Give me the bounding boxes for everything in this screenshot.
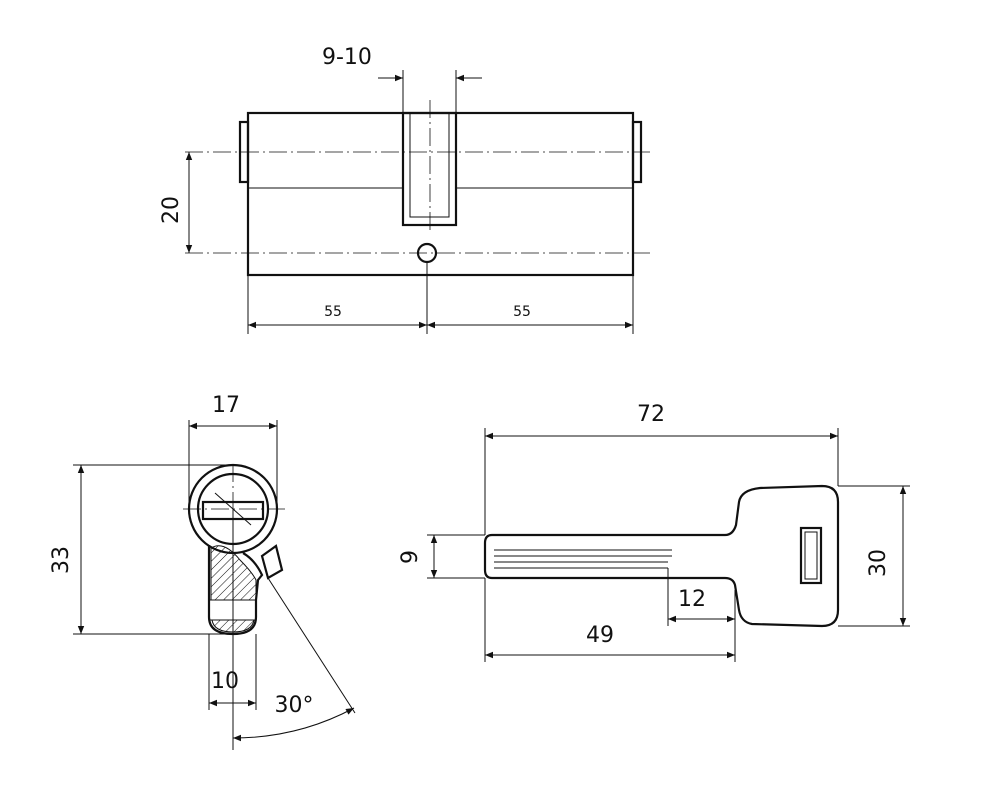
dim-key-blade-height: 9 <box>398 550 423 564</box>
dim-cam-angle: 30° <box>275 693 314 718</box>
dim-left-length: 55 <box>324 304 342 320</box>
dim-cylinder-height: 20 <box>159 196 184 224</box>
dim-key-notch: 12 <box>678 587 706 612</box>
profile-lower-body <box>207 545 264 636</box>
dim-key-blade-length: 49 <box>586 623 614 648</box>
dim-slot-width: 9-10 <box>322 45 372 70</box>
dim-profile-width: 17 <box>212 393 240 418</box>
cam <box>260 544 284 580</box>
dim-key-length: 72 <box>637 402 665 427</box>
cam-slot <box>401 111 458 227</box>
cylinder-profile-view: 17 33 10 30° <box>49 393 356 750</box>
cylinder-side-view: 9-10 20 55 55 <box>159 45 650 334</box>
dim-key-head-height: 30 <box>866 549 891 577</box>
key-view: 72 9 30 12 49 <box>398 402 910 662</box>
cam-slot-inner <box>409 112 450 218</box>
dim-profile-height: 33 <box>49 546 74 574</box>
key-head-window <box>799 526 823 585</box>
cylinder-body <box>246 111 635 277</box>
key-outline <box>483 484 840 628</box>
dim-right-length: 55 <box>513 304 531 320</box>
dim-cam-width: 10 <box>211 669 239 694</box>
